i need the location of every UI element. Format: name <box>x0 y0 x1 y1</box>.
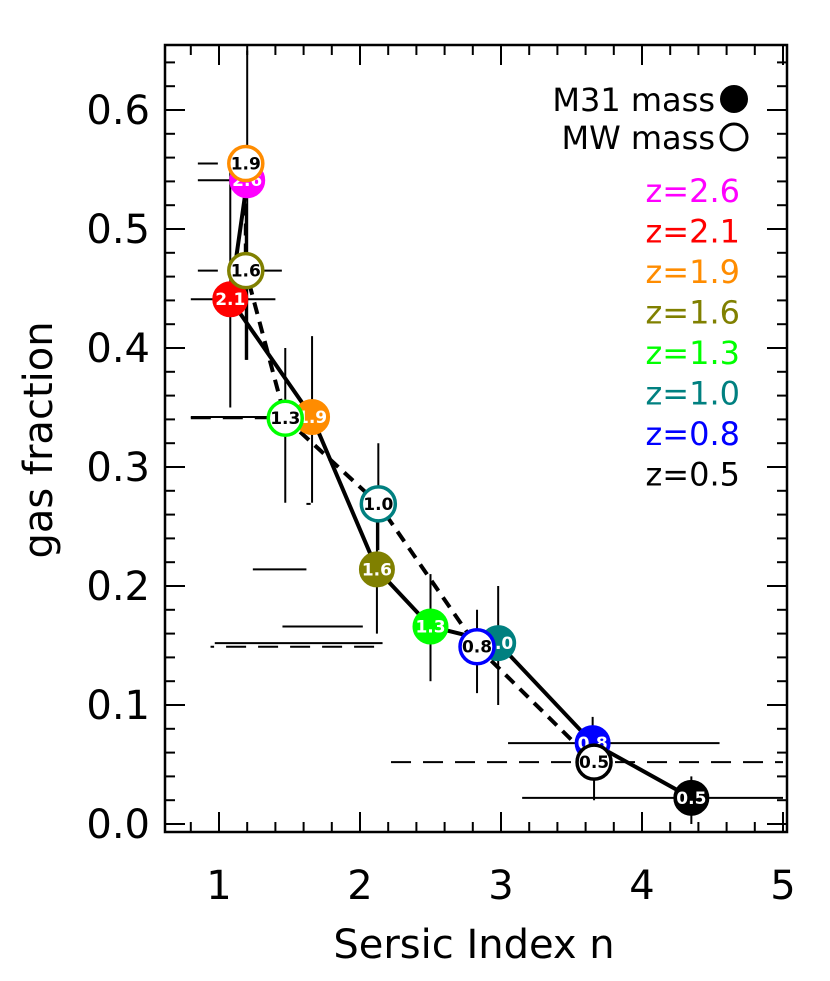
data-points: 2.62.11.91.61.31.00.80.51.91.61.31.00.80… <box>212 144 710 816</box>
point-label: 1.0 <box>363 495 393 515</box>
x-tick-label: 2 <box>347 863 372 909</box>
point-marker <box>227 144 265 183</box>
x-tick-label: 4 <box>629 863 654 909</box>
point-label: 1.9 <box>231 155 261 175</box>
point-marker <box>358 551 395 588</box>
axes: 1 2 3 4 5 0.0 0.1 0.2 0.3 0.4 0.5 0.6 <box>86 43 796 909</box>
redshift-legend-item: z=0.5 <box>646 456 741 494</box>
point-marker <box>227 251 265 290</box>
point-label: 1.9 <box>297 408 327 428</box>
mw-point: 1.3 <box>266 399 305 437</box>
error-bars <box>190 50 783 824</box>
mw-point: 1.0 <box>359 485 398 523</box>
m31-point: 1.6 <box>358 551 395 588</box>
y-tick-label: 0.5 <box>86 207 150 253</box>
point-label: 0.5 <box>676 789 706 809</box>
mw-point: 0.5 <box>575 743 613 781</box>
y-tick-label: 0.1 <box>86 683 150 729</box>
point-marker <box>575 743 613 781</box>
point-marker <box>359 485 398 523</box>
y-tick-label: 0.6 <box>86 88 150 134</box>
mw-series-line <box>243 163 596 764</box>
y-tick-label: 0.3 <box>86 445 150 491</box>
point-marker <box>412 608 449 645</box>
x-tick-label: 1 <box>206 863 231 909</box>
redshift-legend-item: z=1.9 <box>646 253 741 291</box>
m31-point: 0.5 <box>673 779 710 816</box>
redshift-legend-item: z=1.3 <box>646 334 741 372</box>
redshift-legend-item: z=2.6 <box>646 172 741 210</box>
point-label: 1.3 <box>270 409 300 429</box>
mw-point: 1.9 <box>227 144 265 183</box>
x-tick-label: 5 <box>770 863 795 909</box>
redshift-legend: z=2.6z=2.1z=1.9z=1.6z=1.3z=1.0z=0.8z=0.5 <box>646 172 741 494</box>
legend-mw-label: MW mass <box>561 119 715 157</box>
y-axis-title: gas fraction <box>16 321 62 558</box>
point-label: 1.6 <box>362 560 392 580</box>
connecting-lines <box>228 163 693 800</box>
point-marker <box>458 627 496 666</box>
mw-point: 1.6 <box>227 251 265 290</box>
redshift-legend-item: z=0.8 <box>646 415 741 453</box>
x-axis-title: Sersic Index n <box>333 922 614 968</box>
m31-point: 1.3 <box>412 608 449 645</box>
m31-series-line <box>228 179 693 800</box>
point-label: 1.3 <box>415 617 445 637</box>
legend: M31 mass MW mass <box>552 81 749 157</box>
point-label: 0.5 <box>579 753 609 773</box>
m31-point: 2.1 <box>212 281 249 318</box>
mw-point: 0.8 <box>458 627 496 666</box>
legend-filled-circle-icon <box>720 85 748 113</box>
point-marker <box>673 779 710 816</box>
plot-frame <box>163 43 789 834</box>
point-label: 0.8 <box>462 638 492 658</box>
point-marker <box>266 399 305 437</box>
y-tick-label: 0.4 <box>86 326 150 372</box>
point-label: 1.6 <box>231 262 261 282</box>
redshift-legend-item: z=2.1 <box>646 213 741 251</box>
legend-m31-label: M31 mass <box>552 81 715 119</box>
m31-point: 1.9 <box>294 399 331 436</box>
y-tick-label: 0.2 <box>86 564 150 610</box>
point-label: 2.1 <box>215 290 245 310</box>
redshift-legend-item: z=1.6 <box>646 294 741 332</box>
point-marker <box>212 281 249 318</box>
legend-open-circle-icon <box>719 122 749 152</box>
y-tick-label: 0.0 <box>86 802 150 848</box>
x-tick-label: 3 <box>488 863 513 909</box>
redshift-legend-item: z=1.0 <box>646 375 741 413</box>
